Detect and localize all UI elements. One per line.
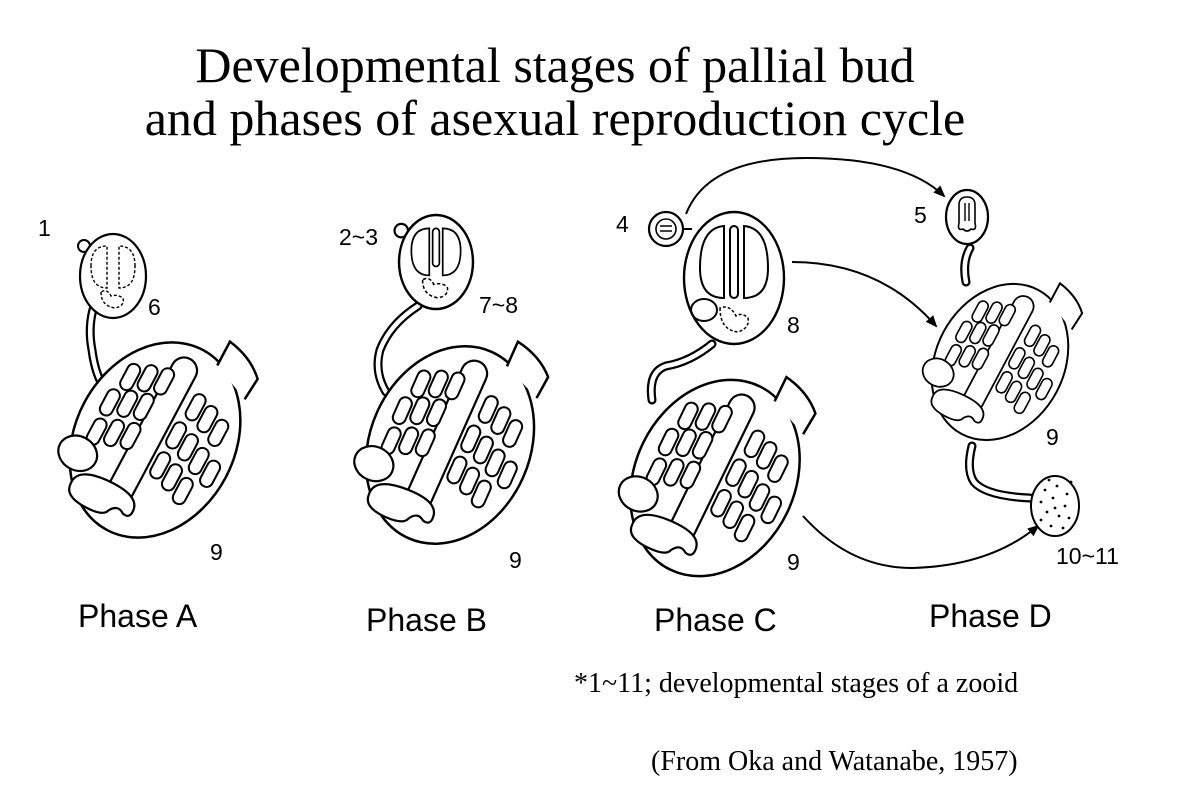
phase-b-parent-stage-label: 9: [509, 547, 522, 573]
phase-b-group: [332, 213, 574, 572]
phase-a-group: [33, 232, 285, 569]
phase-d-caption: Phase D: [929, 598, 1052, 634]
phase-c-group: [595, 156, 1040, 606]
arrow-parent-to-10-11: [802, 515, 1040, 570]
phase-d-middle-stage-label: 9: [1046, 424, 1059, 450]
phase-a-bud-stage-label: 1: [38, 215, 51, 241]
phase-a-bud: [77, 232, 148, 320]
phase-c-parent-stage-label: 9: [787, 549, 800, 575]
phase-a-parent-zooid: [33, 292, 285, 569]
phase-a-caption: Phase A: [78, 598, 198, 634]
arrow-bud-8-to-9: [791, 261, 938, 328]
title-line-1: Developmental stages of pallial bud: [195, 37, 915, 93]
phase-c-caption: Phase C: [654, 602, 777, 638]
phase-d-group: [902, 188, 1104, 537]
phase-a-middle-stage-label: 6: [148, 294, 161, 320]
phase-c-middle-stage-label: 8: [787, 312, 800, 338]
arrow-bud-4-to-5: [685, 156, 946, 215]
phase-b-caption: Phase B: [366, 602, 487, 638]
phase-d-bud-stage-label: 5: [914, 202, 927, 228]
phase-c-small-bud: [647, 210, 692, 248]
phase-b-middle-stage-label: 7~8: [479, 292, 518, 318]
phase-b-bud: [393, 213, 475, 311]
phase-d-small-bud: [944, 188, 990, 246]
phase-d-regressing-zooid: [1030, 475, 1080, 537]
phase-c-parent-zooid: [595, 331, 842, 606]
phase-d-new-zooid: [902, 244, 1104, 466]
phase-b-bud-stage-label: 2~3: [339, 224, 378, 250]
phase-d-parent-stage-label: 10~11: [1056, 543, 1119, 569]
phase-a-parent-stage-label: 9: [210, 539, 223, 565]
footnote: *1~11; developmental stages of a zooid: [574, 668, 1019, 699]
phase-c-middle-bud: [682, 210, 786, 346]
source-citation: (From Oka and Watanabe, 1957): [651, 746, 1018, 777]
phase-c-bud-stage-label: 4: [616, 211, 629, 237]
phase-b-parent-zooid: [332, 298, 574, 572]
title-line-2: and phases of asexual reproduction cycle: [144, 90, 966, 146]
